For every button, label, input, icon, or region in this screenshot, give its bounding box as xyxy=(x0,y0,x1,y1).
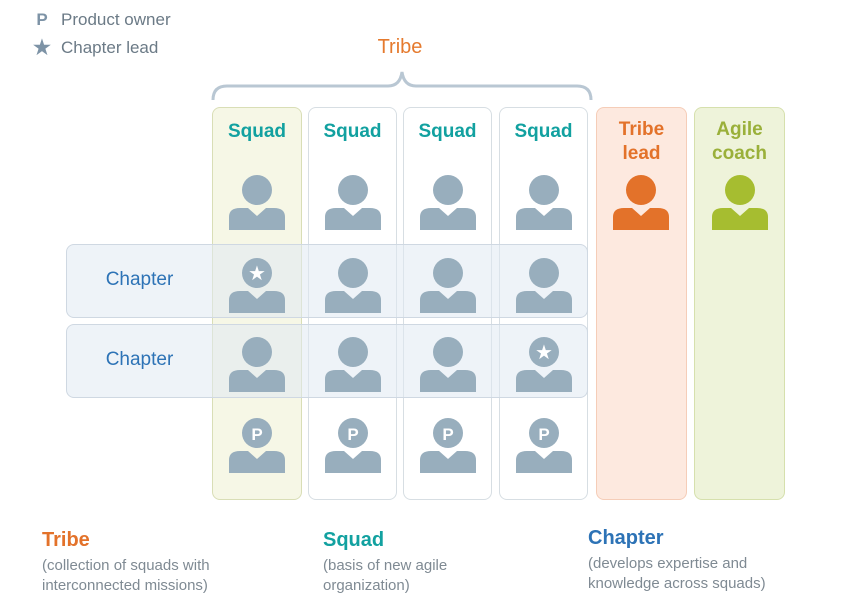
legend-chapter-lead: ★ Chapter lead xyxy=(33,35,158,60)
person-icon xyxy=(419,174,477,230)
tribe-definition: Tribe (collection of squads with interco… xyxy=(42,530,210,596)
p-letter-icon: P xyxy=(251,425,262,444)
definition-text: (collection of squads with interconnecte… xyxy=(42,557,210,594)
star-icon: ★ xyxy=(535,340,553,364)
definition-text: (develops expertise and knowledge across… xyxy=(588,555,766,592)
star-icon: ★ xyxy=(248,261,266,285)
p-letter-icon: P xyxy=(538,425,549,444)
person-icon xyxy=(515,174,573,230)
p-letter-icon: P xyxy=(36,10,48,29)
squad-definition: Squad (basis of new agile organization) xyxy=(323,530,447,596)
definition-title: Squad xyxy=(323,529,385,551)
squad-label: Squad xyxy=(418,121,477,142)
tribe-lead-person-icon xyxy=(612,174,670,230)
agile-coach-column: Agile coach xyxy=(694,107,785,500)
definition-title: Chapter xyxy=(588,527,664,549)
legend-label: Chapter lead xyxy=(61,37,159,57)
p-letter-icon: P xyxy=(347,425,358,444)
agile-coach-person-icon xyxy=(711,174,769,230)
legend-label: Product owner xyxy=(61,10,171,29)
tribe-lead-column: Tribe lead xyxy=(596,107,687,500)
star-icon: ★ xyxy=(33,37,51,59)
person-icon xyxy=(324,336,382,392)
definition-text: (basis of new agile organization) xyxy=(323,557,448,594)
tribe-lead-label: Tribe lead xyxy=(618,119,665,164)
person-icon xyxy=(228,174,286,230)
person-icon xyxy=(228,336,286,392)
squad-label: Squad xyxy=(227,121,287,142)
product-owner-person-icon: P xyxy=(515,417,573,473)
product-owner-person-icon: P xyxy=(228,417,286,473)
chapter-definition: Chapter (develops expertise and knowledg… xyxy=(588,528,766,594)
chapter-label: Chapter xyxy=(105,349,174,370)
squad-label: Squad xyxy=(514,121,573,142)
chapter-label: Chapter xyxy=(105,269,174,290)
tribe-title: Tribe xyxy=(377,36,423,58)
definition-title: Tribe xyxy=(42,529,90,551)
chapter-lead-person-icon: ★ xyxy=(515,336,573,392)
agile-coach-label: Agile coach xyxy=(712,119,767,164)
person-icon xyxy=(419,257,477,313)
person-icon xyxy=(324,174,382,230)
p-letter-icon: P xyxy=(442,425,453,444)
legend-product-owner: P Product owner xyxy=(33,10,171,30)
product-owner-person-icon: P xyxy=(419,417,477,473)
person-icon xyxy=(419,336,477,392)
chapter-band-1: Chapter xyxy=(66,244,588,318)
squad-label: Squad xyxy=(323,121,382,142)
product-owner-person-icon: P xyxy=(324,417,382,473)
person-icon xyxy=(515,257,573,313)
chapter-lead-person-icon: ★ xyxy=(228,257,286,313)
tribe-brace xyxy=(211,71,593,101)
person-icon xyxy=(324,257,382,313)
